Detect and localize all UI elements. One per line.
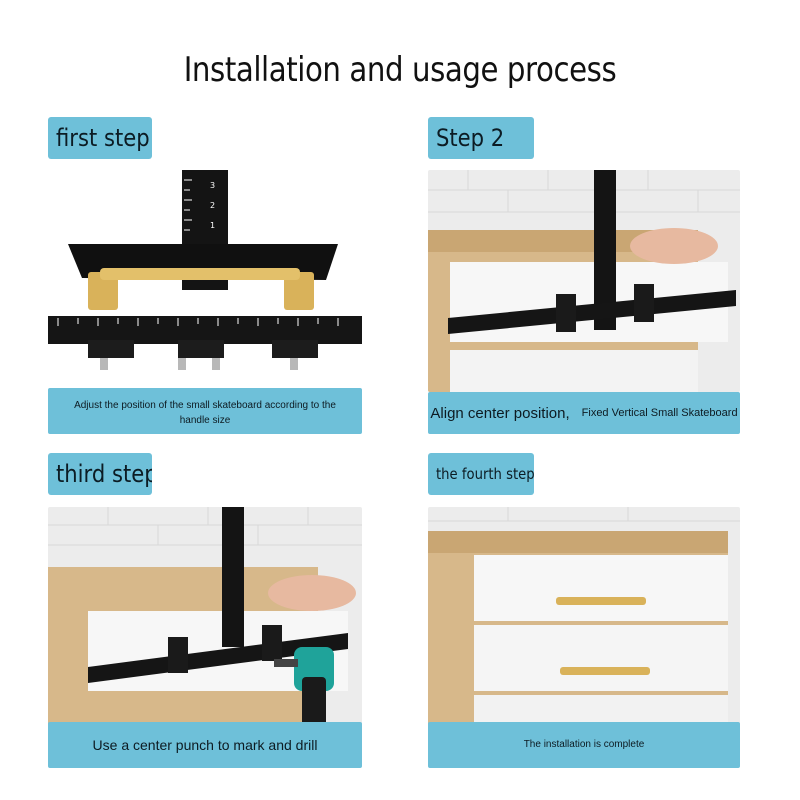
step-3-photo	[48, 507, 362, 727]
step-4-label-text: the fourth step	[436, 465, 534, 483]
step-2-caption: Align center position, Fixed Vertical Sm…	[428, 392, 740, 434]
svg-text:3: 3	[210, 181, 215, 190]
step-2-caption-sub: Fixed Vertical Small Skateboard	[581, 407, 738, 419]
step-1-label: first step	[48, 117, 152, 159]
step-1-caption: Adjust the position of the small skatebo…	[48, 388, 362, 434]
svg-text:1: 1	[210, 221, 215, 230]
step-3-label: third step	[48, 453, 152, 495]
step-2-label: Step 2	[428, 117, 534, 159]
svg-text:2: 2	[210, 201, 215, 210]
step-1-photo: 3 2 1	[48, 160, 362, 382]
step-2-caption-main: Align center position,	[430, 404, 570, 422]
step-3-caption: Use a center punch to mark and drill	[48, 722, 362, 768]
step-4-photo	[428, 507, 740, 727]
step-1-label-text: first step	[56, 124, 150, 152]
step-2-photo	[428, 170, 740, 392]
step-4-label: the fourth step	[428, 453, 534, 495]
page-title: Installation and usage process	[183, 50, 617, 90]
step-4-caption: The installation is complete	[428, 722, 740, 768]
step-2-label-text: Step 2	[436, 124, 505, 152]
step-3-label-text: third step	[56, 460, 152, 488]
